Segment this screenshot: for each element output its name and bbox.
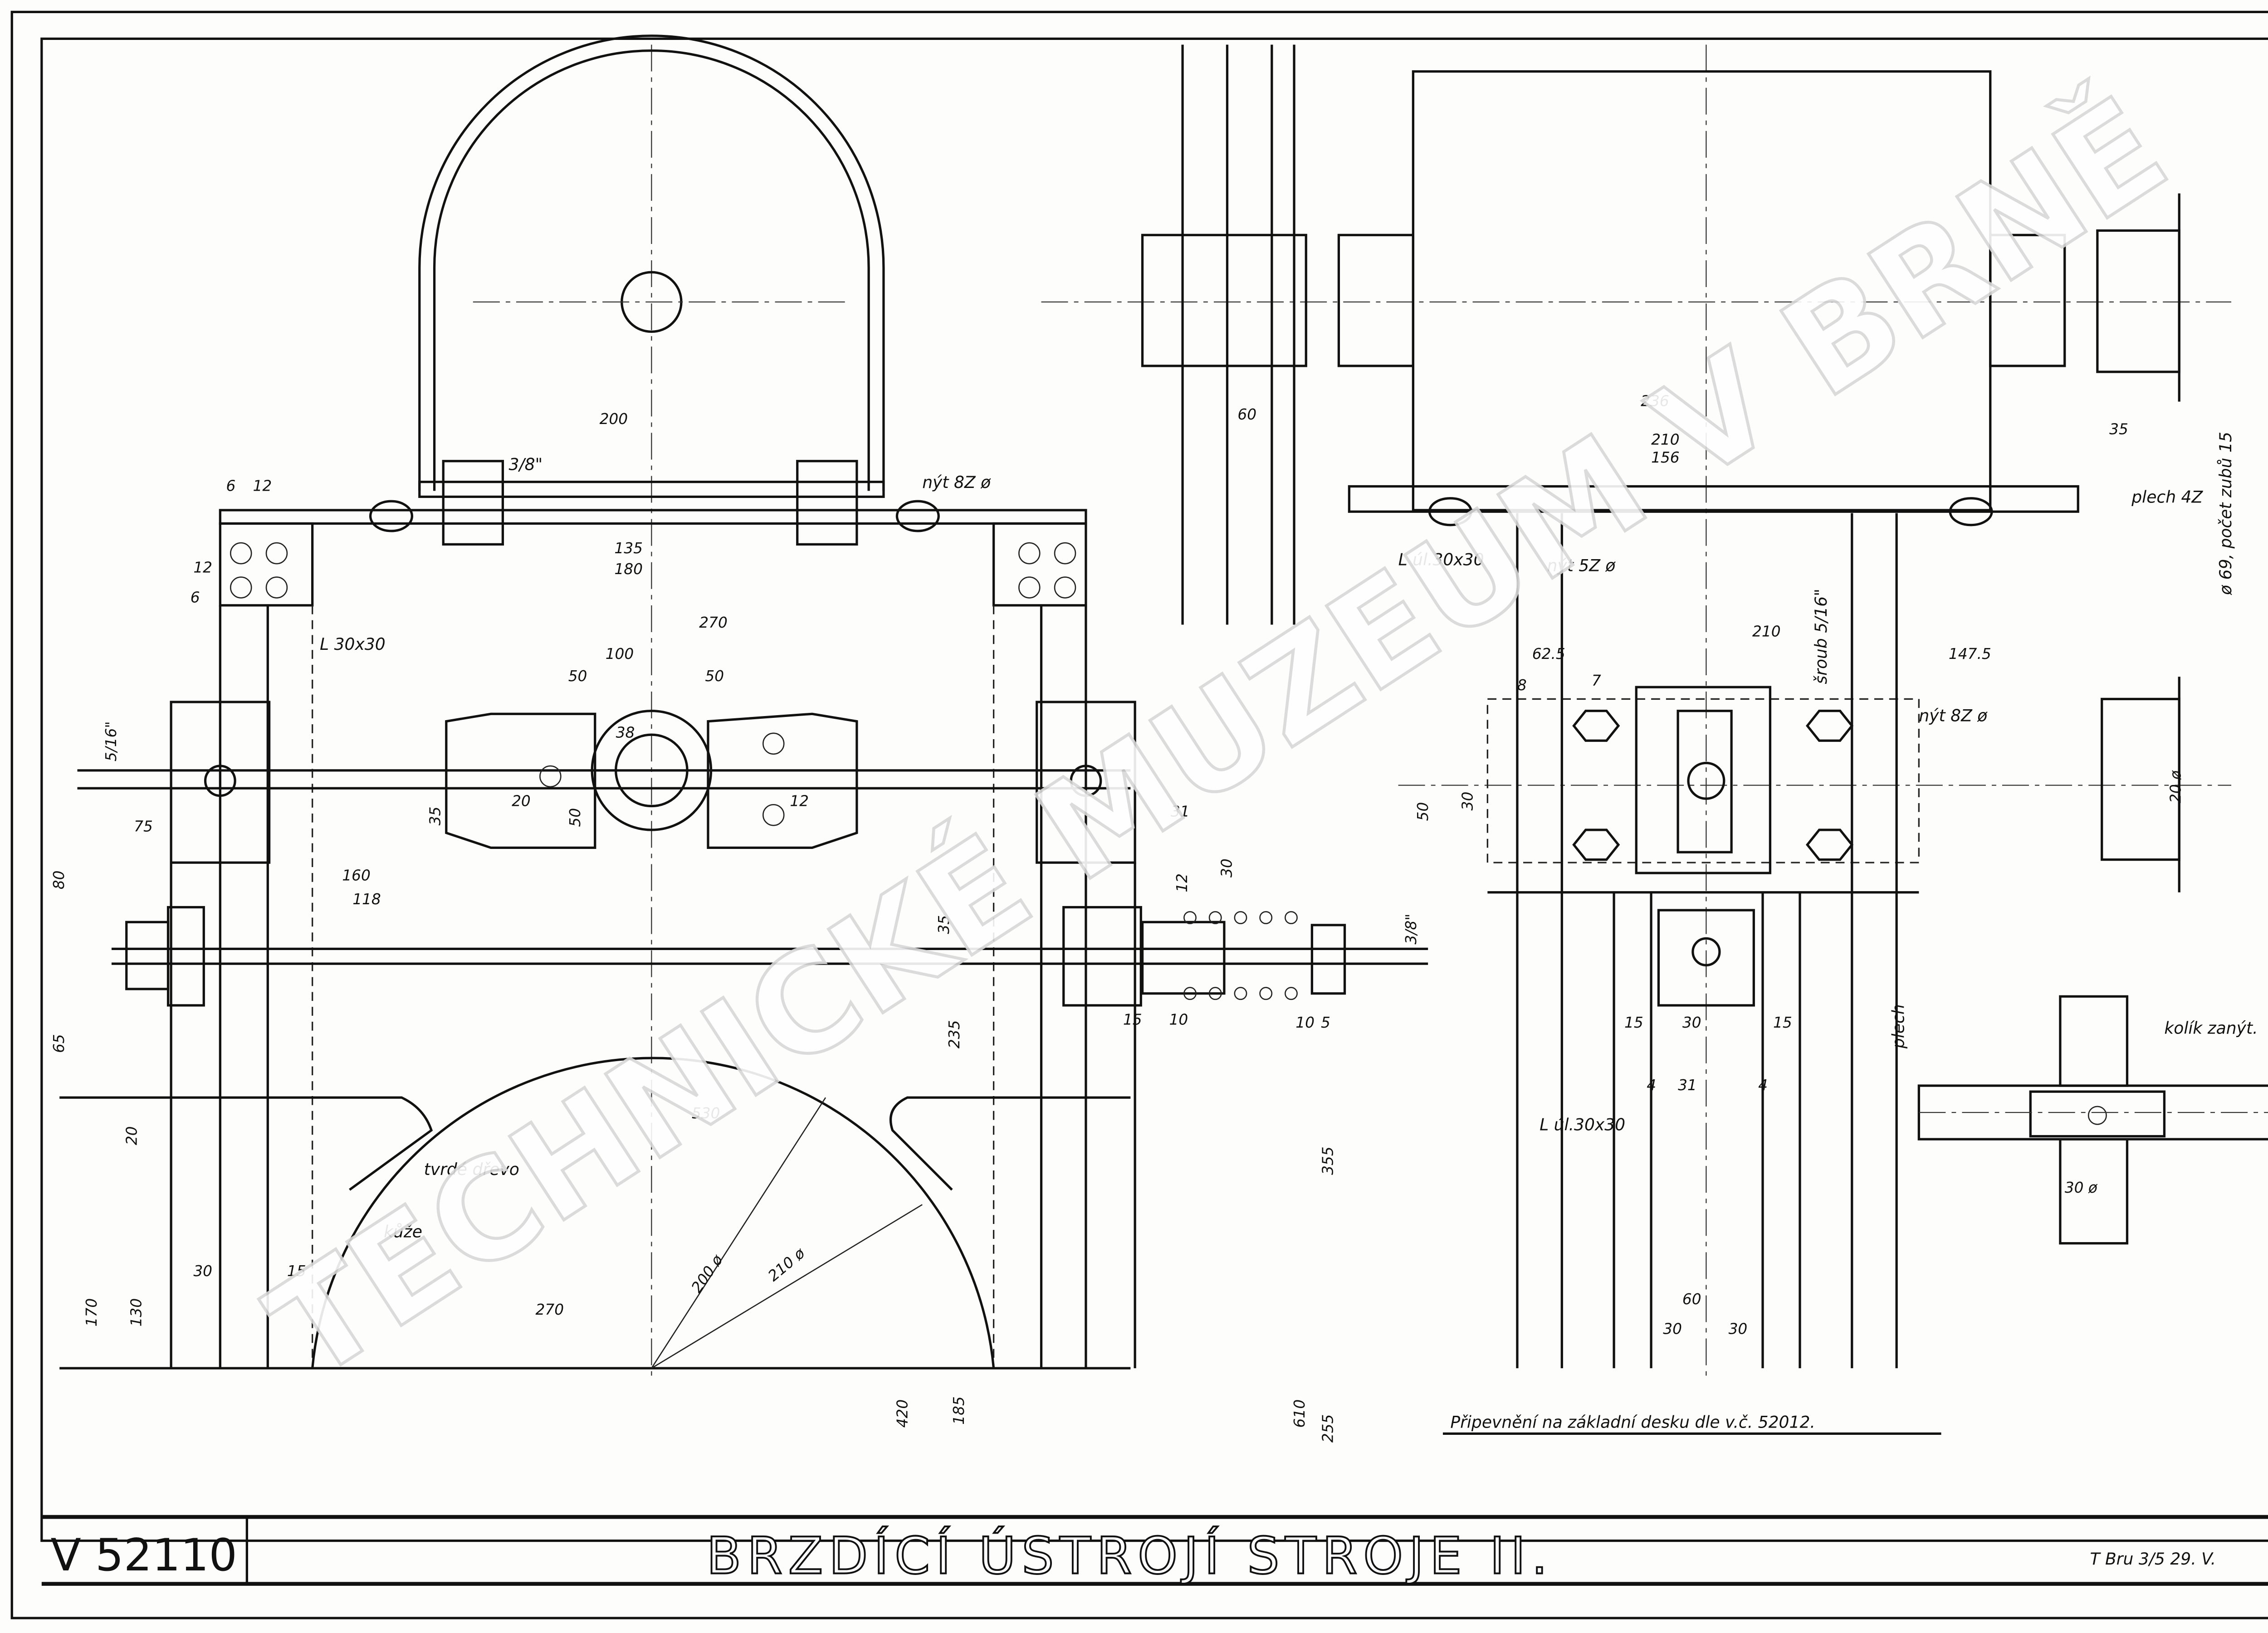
dimension: 156 [1651,449,1680,466]
dimension: 30 [1218,858,1235,877]
rivet-8z-mid-label: nýt 8Z ø [1919,707,1988,726]
dimension: 12 [253,477,272,494]
dimension: 30 ø [2065,1179,2098,1196]
dimension: 60 [1237,406,1256,423]
dimension: 65 [50,1034,68,1053]
sheet-4z-label: plech 4Z [2131,488,2203,507]
dimension: 30 [1682,1014,1701,1031]
dimension: 270 [699,614,728,631]
dimension: 60 [1682,1291,1701,1308]
outer-border [10,10,2268,1619]
leather-label: kůže [384,1223,422,1242]
dimension: 15 [1773,1014,1792,1031]
dimension: 20 [512,793,531,810]
angle-label-right-top: L úl.30x30 [1398,550,1484,569]
dimension: 5 [1321,1014,1330,1031]
dimension: 50 [1414,802,1432,821]
dimension: 200 ø [688,1251,727,1296]
pin-label: kolík zanýt. [2164,1019,2258,1038]
dimension: 6 [226,477,235,494]
dimension: 235 [946,1020,963,1048]
sheet-label: plech [1889,1004,1908,1049]
dimension: 31 [1678,1077,1697,1094]
dimension: 6 [191,589,200,606]
dimension: 30 [1459,792,1476,811]
dimension: 30 [1729,1321,1748,1338]
mounting-note: Připevnění na základní desku dle v.č. 52… [1450,1413,1815,1432]
angle-label-left: L 30x30 [320,635,386,654]
dimension: 35 [427,806,444,825]
drawing-number: V 52110 [50,1530,237,1581]
dimension: 15 [1624,1014,1643,1031]
hard-wood-label: tvrdé dřevo [424,1160,519,1179]
dimension: 35 [2109,421,2128,438]
dimension: 255 [1319,1414,1336,1443]
dimension: 170 [83,1298,100,1327]
dimension: 15 [1123,1011,1142,1029]
dimension: 355 [1319,1146,1336,1175]
dimension: 270 [536,1301,564,1318]
dimension: 180 [614,561,643,578]
left-view [59,34,1428,1376]
right-view [1041,44,2268,1376]
dimension: 210 [1651,431,1680,448]
dimension: 7 [1592,672,1601,689]
dimension: 135 [614,540,643,557]
dimension: 8 [1517,677,1527,694]
dimension: 35 [935,915,953,934]
title-block: V 52110 BRZDÍCÍ ÚSTROJÍ STROJE II. T Bru… [41,1515,2268,1587]
dimension: 30 [1663,1321,1682,1338]
dimension: 5/16" [103,721,120,761]
dimension: 12 [1173,873,1191,892]
dimension: 236 [1641,392,1669,409]
dimension: 3/8" [1403,914,1420,945]
dimension: 100 [606,645,634,663]
dimension: 200 [600,410,628,428]
dimension: 31 [1171,803,1190,820]
dimension: 75 [134,818,153,835]
dimension: 118 [352,891,381,908]
dimension: 30 [193,1263,212,1280]
dimension-labels: 200 135 180 270 6 12 6 12 100 50 50 5/16… [50,392,2184,1443]
dimension: 160 [342,867,371,884]
screw-label: šroub 5/16" [1812,589,1831,684]
drawing-frame [40,37,2268,1542]
dimension: 210 ø [765,1244,808,1285]
dimension: 10 [1169,1011,1188,1029]
dimension: 80 [50,870,68,889]
dimension: 12 [790,793,809,810]
gear-label: ø 69, počet zubů 15 [2216,432,2235,595]
rivet-5z-label: nýt 5Z ø [1547,556,1616,575]
museum-watermark: TECHNICKÉ MUZEUM V BRNĚ [243,66,2193,1410]
dimension: 147.5 [1949,645,1991,663]
bolt-top-label: 3/8" [509,455,543,474]
dimension: 610 [1291,1399,1308,1428]
rivet-8z-top-label: nýt 8Z ø [922,473,991,492]
dimension: 10 [1295,1014,1315,1031]
dimension: 15 [287,1263,306,1280]
drawing-title: BRZDÍCÍ ÚSTROJÍ STROJE II. [707,1526,1554,1586]
dimension: 130 [128,1298,145,1327]
dimension: 50 [705,668,724,685]
dimension: 20 ø [2167,770,2185,803]
dimension: 50 [567,808,584,827]
dimension: 62.5 [1532,645,1565,663]
dimension: 38 [616,724,635,741]
dimension: 12 [193,559,212,576]
angle-label-right-bottom: L úl.30x30 [1540,1115,1625,1134]
dimension: 4 [1758,1077,1768,1094]
dimension: 420 [894,1399,911,1428]
dimension: 4 [1647,1077,1656,1094]
dimension: 210 [1752,623,1781,640]
dimension: 50 [568,668,587,685]
dimension: 20 [123,1126,141,1146]
dimension: 530 [692,1105,720,1122]
signature: T Bru 3/5 29. V. [2090,1550,2216,1569]
dimension: 185 [950,1396,968,1425]
